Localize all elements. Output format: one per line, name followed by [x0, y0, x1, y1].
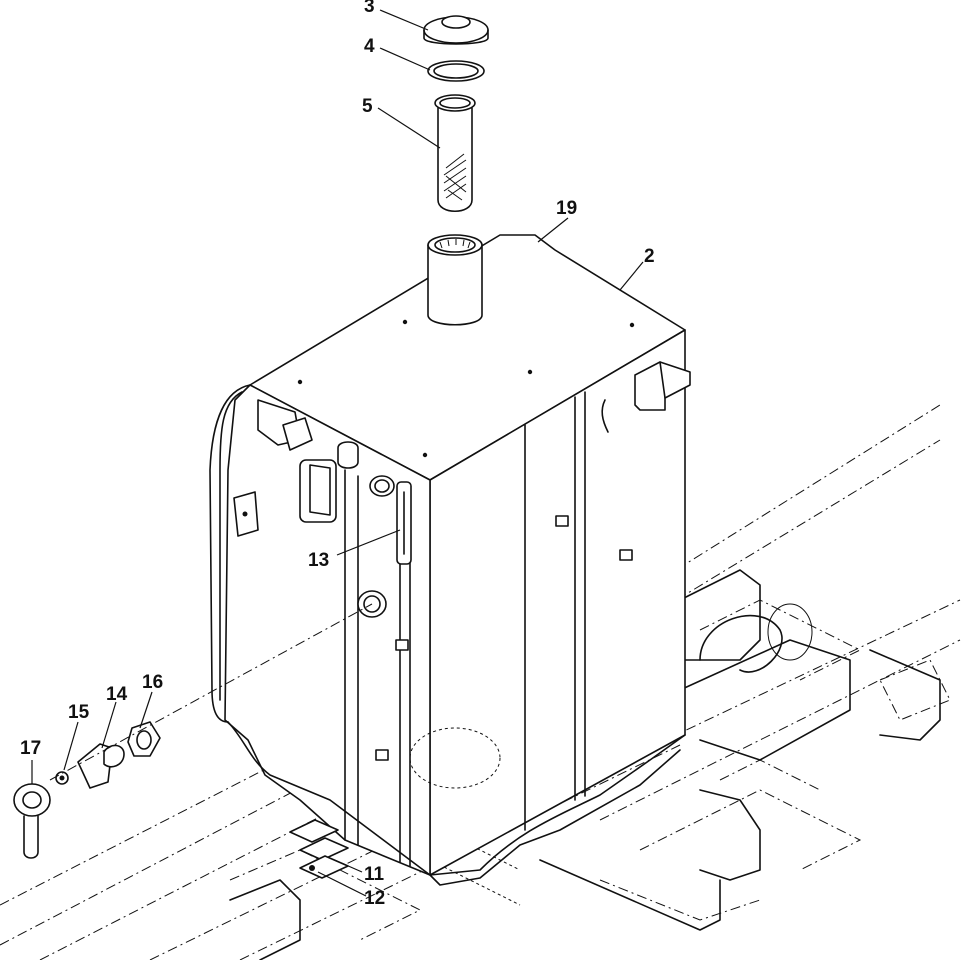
callout-3: 3 — [364, 0, 375, 17]
callout-17: 17 — [20, 738, 41, 759]
gasket — [127, 721, 161, 757]
filler-cap — [423, 15, 489, 45]
o-ring — [427, 60, 485, 82]
callout-11: 11 — [364, 864, 385, 885]
callout-15: 15 — [68, 702, 90, 723]
frame-crossmember — [229, 569, 941, 961]
callout-19: 19 — [556, 198, 577, 219]
leader-lines — [31, 9, 644, 897]
callout-12: 12 — [364, 888, 385, 909]
callout-2: 2 — [644, 246, 655, 267]
callout-4: 4 — [364, 36, 375, 57]
cover-plate — [77, 743, 125, 789]
drain-plug — [13, 783, 51, 859]
callout-16: 16 — [142, 672, 163, 693]
callout-14: 14 — [106, 684, 128, 705]
strainer — [434, 94, 476, 213]
hydraulic-tank — [209, 234, 691, 886]
callout-13: 13 — [308, 550, 329, 571]
callout-labels: 3 4 5 19 2 13 17 15 14 16 11 12 — [20, 0, 655, 909]
bolt — [55, 771, 69, 785]
callout-5: 5 — [362, 96, 373, 117]
